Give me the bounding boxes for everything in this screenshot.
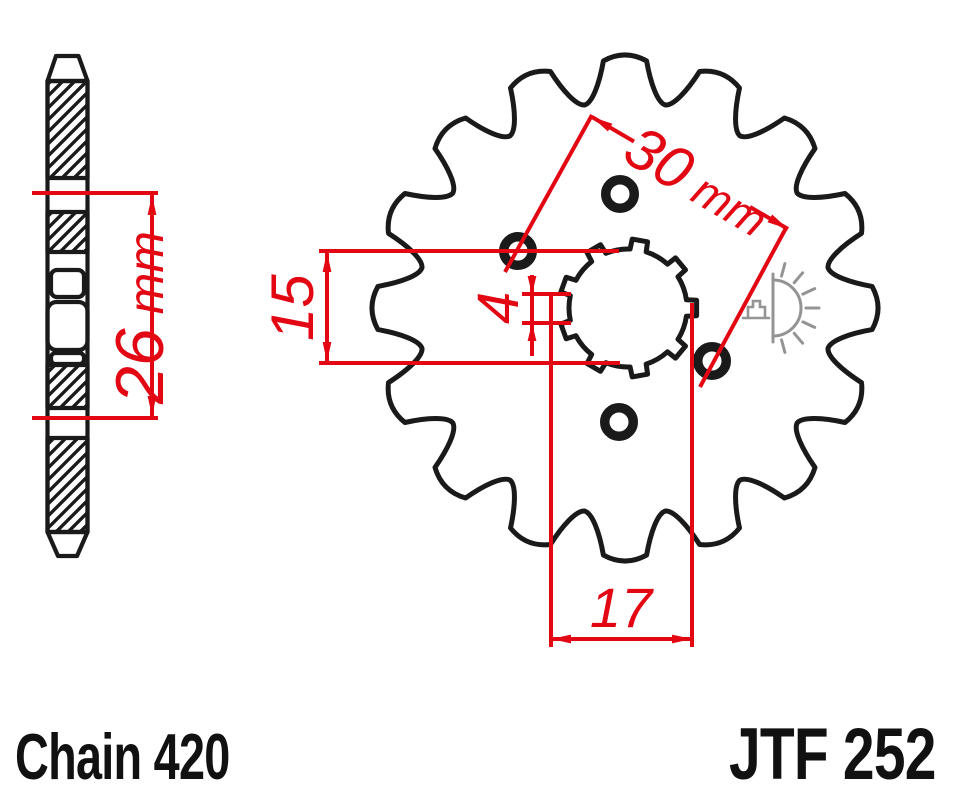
dim-26mm bbox=[32, 191, 158, 420]
dim-17-label: 17 bbox=[590, 576, 654, 639]
arrow-15-up bbox=[322, 252, 332, 272]
arrow-17-left bbox=[551, 634, 571, 644]
chain-roller-plate-middle bbox=[45, 299, 90, 353]
dim-15-label: 15 bbox=[259, 274, 326, 341]
side-hatch-band-2 bbox=[45, 209, 90, 255]
bolt-hole bbox=[693, 342, 731, 380]
arrow-26-up bbox=[147, 195, 157, 215]
arrow-15-down bbox=[322, 342, 332, 362]
arrow-26-down bbox=[147, 396, 157, 416]
arrow-30-a bbox=[592, 117, 613, 132]
side-section-view bbox=[45, 53, 90, 559]
side-top-cap bbox=[45, 53, 90, 84]
part-number-label: JTF 252 bbox=[729, 714, 936, 795]
sun-disc-arc bbox=[771, 278, 803, 338]
chain-roller-plate-upper bbox=[48, 267, 87, 300]
side-hatch-band-4 bbox=[45, 435, 90, 535]
chain-size-label: Chain 420 bbox=[15, 720, 230, 793]
dim-4-label: 4 bbox=[466, 292, 531, 324]
side-hatch-band-1 bbox=[45, 78, 90, 181]
side-hatch-band-3 bbox=[45, 362, 90, 411]
arrow-4-down bbox=[527, 276, 537, 294]
arrow-4-up bbox=[527, 323, 537, 341]
bolt-hole bbox=[601, 175, 639, 213]
front-face-view bbox=[369, 52, 881, 564]
bolt-hole bbox=[600, 403, 638, 441]
dim-30-ext-b bbox=[698, 227, 788, 388]
jt-sun-logo-watermark bbox=[741, 262, 821, 354]
arrow-30-b bbox=[767, 214, 788, 229]
dim-30-ext-a bbox=[503, 114, 594, 273]
arrow-17-right bbox=[672, 634, 692, 644]
dim-17 bbox=[549, 294, 694, 647]
dimension-arrowheads bbox=[147, 117, 788, 644]
splined-bore-outline bbox=[558, 236, 700, 380]
side-bottom-cap bbox=[45, 529, 90, 559]
sun-rays bbox=[780, 262, 821, 354]
chain-roller-plate-lower bbox=[48, 350, 87, 367]
dim-26-label: 26mm bbox=[102, 231, 178, 405]
logo-castle-mark bbox=[741, 299, 771, 320]
